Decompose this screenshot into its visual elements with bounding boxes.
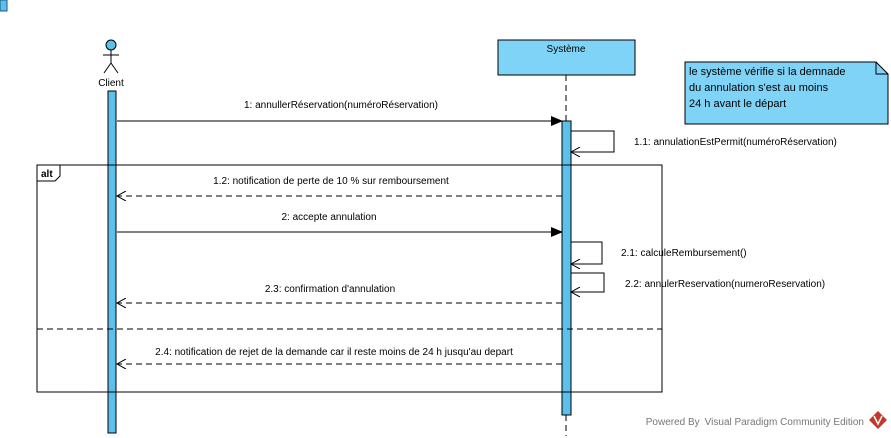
note-line-3: 24 h avant le départ — [689, 98, 786, 110]
actor-client[interactable]: Client — [98, 39, 124, 89]
alt-operator-label: alt — [41, 169, 53, 180]
message-2-1[interactable]: 2.1: calculeRembursement() — [571, 241, 747, 264]
message-1-2[interactable]: 1.2: notification de perte de 10 % sur r… — [117, 176, 562, 196]
message-1-2-label: 1.2: notification de perte de 10 % sur r… — [213, 176, 449, 187]
note[interactable]: le système vérifie si la demnade du annu… — [684, 61, 889, 125]
lifeline-system-head[interactable]: Système — [497, 39, 636, 76]
message-2-3[interactable]: 2.3: confirmation d'annulation — [117, 284, 562, 303]
message-2-3-label: 2.3: confirmation d'annulation — [265, 284, 395, 295]
frame-corner-marker — [0, 0, 8, 12]
stick-figure-icon — [103, 39, 119, 74]
note-line-2: du annulation s'est au moins — [689, 82, 829, 94]
message-1[interactable]: 1: annullerRéservation(numéroRéservation… — [117, 100, 563, 126]
client-activation-bar[interactable] — [107, 90, 117, 434]
message-1-label: 1: annullerRéservation(numéroRéservation… — [244, 100, 438, 111]
message-2-4-label: 2.4: notification de rejet de la demande… — [155, 347, 513, 358]
alt-operator-tab — [36, 164, 61, 182]
message-2-2[interactable]: 2.2: annulerReservation(numeroReservatio… — [571, 272, 825, 292]
message-1-1[interactable]: 1.1: annulationEstPermit(numéroRéservati… — [571, 130, 837, 152]
alt-fragment[interactable]: alt — [36, 164, 663, 393]
message-2-4[interactable]: 2.4: notification de rejet de la demande… — [117, 347, 562, 364]
visual-paradigm-logo-icon — [869, 411, 887, 429]
message-2-label: 2: accepte annulation — [281, 212, 376, 223]
message-1-1-label: 1.1: annulationEstPermit(numéroRéservati… — [634, 137, 837, 148]
actor-client-label: Client — [98, 78, 124, 89]
message-2-2-label: 2.2: annulerReservation(numeroReservatio… — [625, 279, 825, 290]
note-line-1: le système vérifie si la demnade — [689, 66, 846, 78]
message-2[interactable]: 2: accepte annulation — [117, 212, 563, 237]
footer-credit: Powered By Visual Paradigm Community Edi… — [646, 417, 864, 428]
message-2-1-label: 2.1: calculeRembursement() — [621, 248, 747, 259]
lifeline-system-label: Système — [547, 44, 586, 55]
